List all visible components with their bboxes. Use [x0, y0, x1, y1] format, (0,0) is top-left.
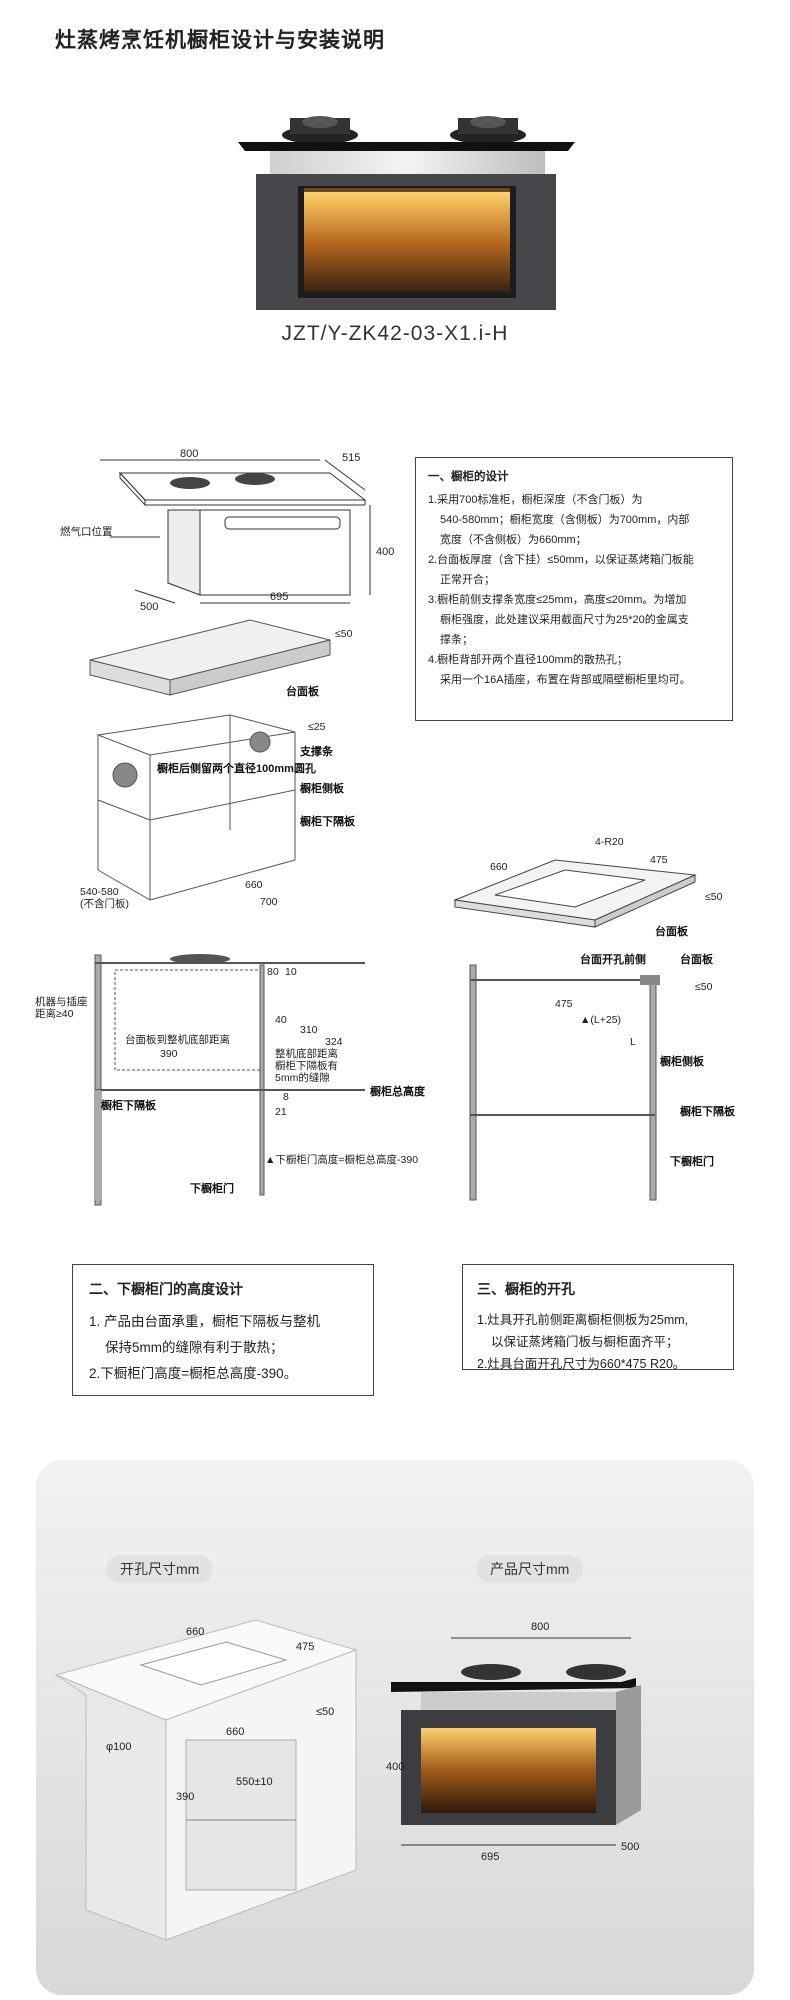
- product-size-render: 800 400 695 500: [386, 1621, 641, 1863]
- svg-text:80: 80: [267, 966, 279, 978]
- note-line: 2.灶具台面开孔尺寸为660*475 R20。: [477, 1357, 686, 1371]
- svg-text:台面开孔前侧: 台面开孔前侧: [580, 952, 646, 966]
- svg-text:500: 500: [621, 1841, 639, 1853]
- svg-text:台面板到整机底部距离: 台面板到整机底部距离: [125, 1033, 230, 1046]
- svg-text:≤25: ≤25: [308, 721, 326, 733]
- svg-text:310: 310: [300, 1024, 318, 1036]
- note-line: 4.橱柜背部开两个直径100mm的散热孔；: [428, 654, 628, 666]
- model-number: JZT/Y-ZK42-03-X1.i-H: [281, 322, 509, 345]
- left-burner-icon: [282, 116, 358, 144]
- svg-text:8: 8: [283, 1091, 289, 1103]
- svg-text:500: 500: [140, 601, 158, 613]
- front-section-drawing: 台面开孔前侧 台面板 ≤50 475 ▲(L+25) L 橱柜侧板 橱柜下隔板 …: [469, 952, 736, 1201]
- side-section-drawing: 机器与插座 距离≥40 80 10 台面板到整机底部距离 390 40 310 …: [35, 954, 426, 1206]
- svg-text:390: 390: [160, 1048, 178, 1060]
- cutout-notes: 三、橱柜的开孔 1.灶具开孔前侧距离橱柜侧板为25mm, 以保证蒸烤箱门板与橱柜…: [462, 1264, 734, 1371]
- svg-text:φ100: φ100: [106, 1741, 132, 1753]
- installation-render-panel: 开孔尺寸mm 产品尺寸mm 660 475 ≤50 φ100 660 390 5…: [36, 1460, 754, 1995]
- notes-heading: 二、下橱柜门的高度设计: [89, 1281, 243, 1297]
- svg-text:475: 475: [555, 998, 573, 1010]
- svg-text:橱柜侧板: 橱柜侧板: [300, 781, 345, 795]
- svg-text:▲(L+25): ▲(L+25): [580, 1014, 621, 1026]
- page-title: 灶蒸烤烹饪机橱柜设计与安装说明: [55, 29, 385, 52]
- notes-heading: 三、橱柜的开孔: [477, 1281, 575, 1297]
- svg-text:橱柜下隔板: 橱柜下隔板: [680, 1104, 736, 1118]
- right-burner-icon: [450, 116, 526, 144]
- note-line: 采用一个16A插座，布置在背部或隔壁橱柜里均可。: [440, 674, 691, 686]
- cutout-size-label: 开孔尺寸mm: [106, 1555, 214, 1583]
- cabinet-design-notes: 一、橱柜的设计 1.采用700标准柜，橱柜深度（不含门板）为 540-580mm…: [415, 457, 733, 721]
- svg-text:橱柜下隔板: 橱柜下隔板: [101, 1098, 157, 1112]
- svg-text:515: 515: [342, 452, 360, 464]
- svg-text:40: 40: [275, 1014, 287, 1026]
- svg-text:机器与插座: 机器与插座: [35, 995, 88, 1008]
- svg-text:整机底部距离: 整机底部距离: [275, 1047, 338, 1060]
- note-line: 1.采用700标准柜，橱柜深度（不含门板）为: [428, 494, 643, 506]
- svg-text:4-R20: 4-R20: [595, 836, 624, 848]
- cabinet-exploded-drawing: ≤50 台面板 ≤25 支撑条 橱柜后侧留两个直径100mm圆孔 橱柜侧板 橱柜…: [80, 619, 356, 910]
- countertop-cutout-drawing: 4-R20 660 475 ≤50 台面板: [453, 836, 723, 938]
- svg-text:21: 21: [275, 1106, 287, 1118]
- svg-text:695: 695: [481, 1851, 499, 1863]
- svg-text:550±10: 550±10: [236, 1776, 273, 1788]
- note-line: 以保证蒸烤箱门板与橱柜面齐平；: [491, 1335, 679, 1349]
- note-line: 2.台面板厚度（含下挂）≤50mm，以保证蒸烤箱门板能: [428, 554, 694, 566]
- svg-text:橱柜总高度: 橱柜总高度: [370, 1084, 426, 1098]
- note-line: 1.灶具开孔前侧距离橱柜侧板为25mm,: [477, 1313, 689, 1327]
- oven-dimension-drawing: 800 515 400 500 695 燃气口位置: [60, 448, 394, 613]
- svg-text:≤50: ≤50: [705, 891, 723, 903]
- svg-text:800: 800: [531, 1621, 549, 1633]
- svg-text:10: 10: [285, 966, 297, 978]
- note-line: 1. 产品由台面承重，橱柜下隔板与整机: [89, 1314, 321, 1329]
- svg-text:▲下橱柜门高度=橱柜总高度-390: ▲下橱柜门高度=橱柜总高度-390: [265, 1153, 418, 1166]
- svg-text:≤50: ≤50: [316, 1706, 334, 1718]
- svg-text:540-580: 540-580: [80, 886, 119, 898]
- note-line: 保持5mm的缝隙有利于散热；: [105, 1340, 284, 1355]
- svg-text:橱柜下隔板: 橱柜下隔板: [300, 814, 356, 828]
- svg-text:距离≥40: 距离≥40: [35, 1007, 74, 1020]
- svg-text:橱柜下隔板有: 橱柜下隔板有: [275, 1059, 338, 1072]
- svg-text:475: 475: [650, 854, 668, 866]
- note-line: 正常开合；: [440, 574, 495, 586]
- note-line: 橱柜强度，此处建议采用截面尺寸为25*20的金属支: [440, 614, 689, 626]
- svg-text:5mm的缝隙: 5mm的缝隙: [275, 1071, 330, 1084]
- svg-text:支撑条: 支撑条: [299, 744, 334, 758]
- svg-text:660: 660: [226, 1726, 244, 1738]
- svg-text:≤50: ≤50: [335, 628, 353, 640]
- svg-text:L: L: [630, 1036, 636, 1048]
- cabinet-cutout-render: 660 475 ≤50 φ100 660 390 550±10: [54, 1619, 358, 1941]
- svg-text:燃气口位置: 燃气口位置: [60, 525, 113, 538]
- svg-text:800: 800: [180, 448, 198, 460]
- svg-text:695: 695: [270, 591, 288, 603]
- door-height-notes: 二、下橱柜门的高度设计 1. 产品由台面承重，橱柜下隔板与整机 保持5mm的缝隙…: [72, 1264, 374, 1396]
- svg-text:324: 324: [325, 1036, 343, 1048]
- product-size-label: 产品尺寸mm: [476, 1555, 584, 1583]
- note-line: 撑条；: [440, 634, 473, 646]
- svg-text:660: 660: [186, 1626, 204, 1638]
- svg-text:台面板: 台面板: [286, 684, 320, 698]
- svg-text:台面板: 台面板: [655, 924, 689, 938]
- note-line: 3.橱柜前侧支撑条宽度≤25mm，高度≤20mm。为增加: [428, 594, 687, 606]
- svg-text:390: 390: [176, 1791, 194, 1803]
- note-line: 540-580mm；橱柜宽度（含侧板）为700mm，内部: [440, 514, 690, 526]
- notes-heading: 一、橱柜的设计: [428, 471, 509, 483]
- svg-text:≤50: ≤50: [695, 981, 713, 993]
- svg-text:(不含门板): (不含门板): [80, 897, 129, 910]
- svg-text:台面板: 台面板: [680, 952, 714, 966]
- svg-text:660: 660: [490, 861, 508, 873]
- svg-text:660: 660: [245, 879, 263, 891]
- svg-text:下橱柜门: 下橱柜门: [190, 1181, 234, 1195]
- svg-text:700: 700: [260, 896, 278, 908]
- hero-product-illustration: [238, 116, 575, 310]
- note-line: 2.下橱柜门高度=橱柜总高度-390。: [89, 1366, 298, 1381]
- svg-text:橱柜后侧留两个直径100mm圆孔: 橱柜后侧留两个直径100mm圆孔: [157, 761, 316, 775]
- svg-text:下橱柜门: 下橱柜门: [670, 1154, 714, 1168]
- svg-text:400: 400: [376, 546, 394, 558]
- svg-text:475: 475: [296, 1641, 314, 1653]
- svg-text:橱柜侧板: 橱柜侧板: [660, 1054, 705, 1068]
- svg-text:400: 400: [386, 1761, 404, 1773]
- note-line: 宽度（不含侧板）为660mm；: [440, 534, 587, 546]
